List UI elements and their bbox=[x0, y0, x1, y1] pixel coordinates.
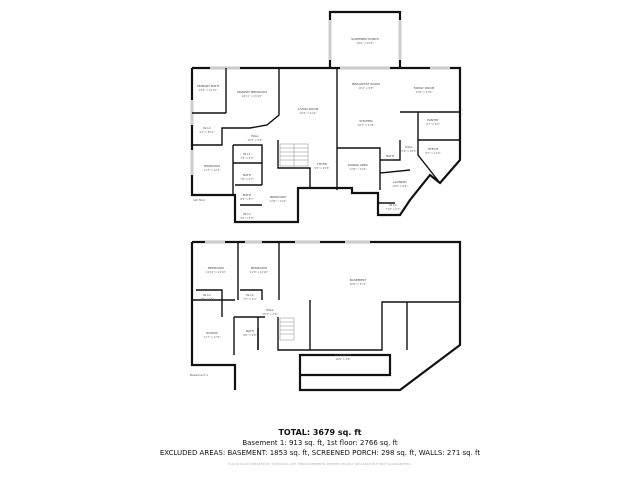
room-name: W.I.C bbox=[243, 212, 251, 216]
room-name: Bath bbox=[243, 193, 251, 197]
room-dims: 16'3" x 5'6" bbox=[247, 138, 262, 142]
room-dims: 7'8" x 3'8" bbox=[200, 297, 214, 301]
room-dims: 6'9" x 18'3" bbox=[401, 149, 416, 153]
room-name: Family Room bbox=[414, 86, 435, 90]
room-dims: 12'8" x 13'2" bbox=[350, 167, 367, 171]
room-dims: 6'6" x 6'7" bbox=[383, 158, 397, 162]
staircase bbox=[279, 143, 309, 167]
excluded-areas: EXCLUDED AREAS: BASEMENT: 1853 sq. ft, S… bbox=[159, 449, 481, 457]
interior-walls bbox=[192, 242, 460, 355]
room-name: W.I.C bbox=[246, 293, 254, 297]
exterior-walls bbox=[190, 242, 237, 390]
room-name: Office bbox=[428, 147, 439, 151]
room-name: Bath bbox=[243, 173, 251, 177]
room-dims: 12'10" x 14'10" bbox=[206, 270, 226, 274]
room-dims: 8'6" x 9'6" bbox=[243, 333, 257, 337]
room-dims: 9'4" x 15'6" bbox=[314, 166, 329, 170]
interior-walls bbox=[192, 68, 460, 206]
room-name: Primary Bath bbox=[197, 84, 219, 88]
room-name: Dining Area bbox=[348, 163, 369, 167]
room-name: Bath bbox=[246, 329, 254, 333]
room-name: Pantry bbox=[427, 118, 439, 122]
room-name: Basement bbox=[350, 278, 367, 282]
room-dims: 7'8" x 5'7" bbox=[240, 177, 254, 181]
room-name: W.I.C bbox=[389, 203, 397, 207]
room-name: Screened Porch bbox=[351, 37, 379, 41]
floor-label: Basement 1 bbox=[190, 373, 208, 377]
room-name: Foyer bbox=[317, 162, 327, 166]
floor-label: 1st floor bbox=[193, 198, 206, 202]
area-summary: TOTAL: 3679 sq. ft Basement 1: 913 sq. f… bbox=[0, 428, 640, 466]
first-floor-plan: 1st floor bbox=[190, 10, 462, 224]
room-name: Hall bbox=[251, 134, 259, 138]
credit-note: FLOOR PLAN CREATED BY CUBICASA APP. MEAS… bbox=[227, 462, 413, 466]
room-dims: 16'2" x 9'8" bbox=[358, 86, 373, 90]
room-name: Kitchen bbox=[360, 119, 373, 123]
room-name: Bath bbox=[386, 154, 394, 158]
room-name: Hall bbox=[405, 145, 413, 149]
room-name: W.I.C bbox=[243, 152, 251, 156]
room-dims: 5'8" x 5'8" bbox=[240, 216, 254, 220]
room-dims: 6'9" x 8'7" bbox=[240, 197, 254, 201]
room-labels: Screened Porch19'2" x 15'8" Primary Bath… bbox=[197, 37, 441, 361]
room-dims: 7'8" x 5'5" bbox=[240, 156, 254, 160]
exterior-walls bbox=[190, 66, 462, 224]
room-dims: 11'7" x 17'0" bbox=[204, 335, 221, 339]
room-dims: 19'2" x 15'8" bbox=[357, 41, 374, 45]
room-dims: 7'10" x 5'3" bbox=[385, 207, 400, 211]
room-name: Bedroom bbox=[208, 266, 224, 270]
room-name: Laundry bbox=[393, 180, 407, 184]
room-name: Hall bbox=[266, 308, 274, 312]
basement-plan: Basement 1 bbox=[190, 240, 462, 392]
room-dims: 16'4" x 21'4" bbox=[300, 111, 317, 115]
room-dims: 11'8" x 14'10" bbox=[250, 270, 269, 274]
room-name: Bedroom bbox=[204, 164, 220, 168]
room-name: Primary Bedroom bbox=[237, 90, 267, 94]
total-area: TOTAL: 3679 sq. ft bbox=[278, 428, 362, 437]
room-dims: 11'7" x 12'2" bbox=[204, 168, 221, 172]
room-dims: 16'6" x 4'8" bbox=[335, 357, 350, 361]
room-dims: 6'7" x 6'2" bbox=[426, 122, 440, 126]
room-name: Living Room bbox=[298, 107, 319, 111]
exterior-walls bbox=[192, 240, 462, 392]
room-dims: 8'7" x 11'9" bbox=[425, 151, 440, 155]
staircase bbox=[279, 317, 295, 341]
room-dims: 12'8" x 11'5" bbox=[270, 199, 287, 203]
room-dims: 9'2" x 8'11" bbox=[199, 130, 214, 134]
room-name: Bedroom bbox=[270, 195, 286, 199]
room-dims: 16'11" x 15'10" bbox=[242, 94, 262, 98]
room-dims: 20'3" x 4'9" bbox=[262, 312, 277, 316]
room-dims: 15'4" x 12'10" bbox=[199, 88, 218, 92]
room-dims: 12'6" x 6'6" bbox=[392, 184, 407, 188]
room-dims: 15'9" x 17'6" bbox=[416, 90, 433, 94]
room-name: Bedroom bbox=[251, 266, 267, 270]
room-dims: 7'5" x 3'4" bbox=[243, 297, 257, 301]
room-dims: 18'7" x 17'8" bbox=[358, 123, 375, 127]
room-name: Rooms bbox=[206, 331, 217, 335]
room-name: Basement bbox=[335, 353, 352, 357]
room-dims: 46'9" x 31'7" bbox=[350, 282, 367, 286]
floor-areas: Basement 1: 913 sq. ft, 1st floor: 2766 … bbox=[242, 439, 398, 447]
room-name: W.I.C bbox=[203, 293, 211, 297]
room-name: W.I.C bbox=[203, 126, 211, 130]
room-name: Breakfast Room bbox=[352, 82, 380, 86]
